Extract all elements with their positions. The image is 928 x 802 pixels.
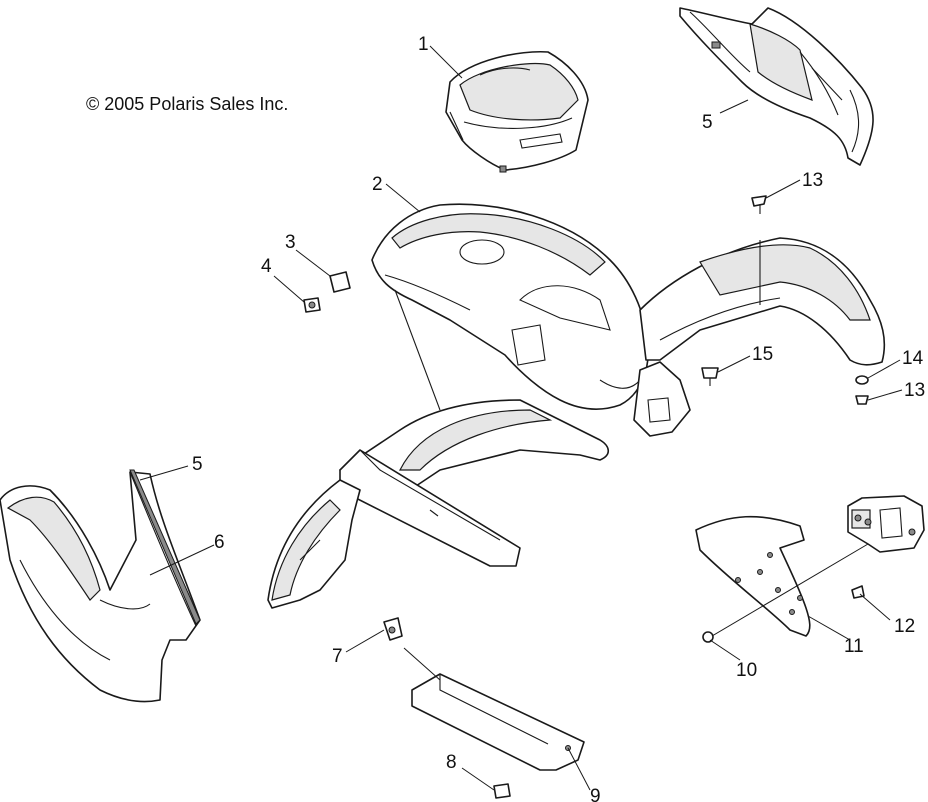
callout-2: 2 — [372, 174, 383, 195]
callout-12: 12 — [894, 616, 915, 637]
part-6-seal-strip — [129, 469, 201, 625]
leader-lines — [139, 45, 903, 791]
callout-13-lower: 13 — [904, 380, 925, 401]
part-2-front-fender — [371, 203, 650, 411]
callout-3: 3 — [285, 232, 296, 253]
part-13-screw-upper — [751, 195, 767, 214]
callout-9: 9 — [590, 786, 601, 802]
callout-6: 6 — [214, 532, 225, 553]
center-body-frame — [339, 399, 610, 567]
part-14-washer — [855, 375, 869, 385]
callout-1: 1 — [418, 34, 429, 55]
callout-10: 10 — [736, 660, 757, 681]
part-9-heat-shield — [411, 673, 585, 771]
callout-7: 7 — [332, 646, 343, 667]
callout-numbers: 1 5 2 13 3 4 15 14 13 5 6 7 8 9 10 11 12 — [192, 34, 925, 802]
part-7-bracket-clip — [383, 617, 403, 641]
part-10-nut — [702, 631, 714, 643]
callout-8: 8 — [446, 752, 457, 773]
electrical-block — [847, 495, 925, 553]
part-8-screw — [493, 783, 511, 799]
callout-5-side-panel: 5 — [192, 454, 203, 475]
part-15-rivet — [701, 367, 719, 386]
callout-15: 15 — [752, 344, 773, 365]
part-3-clip — [329, 271, 351, 293]
callout-14: 14 — [902, 348, 924, 369]
front-left-fender-skirt — [267, 479, 361, 609]
callout-5-front-cover: 5 — [702, 112, 713, 133]
callout-13-upper: 13 — [802, 170, 823, 191]
part-13-screw-lower — [855, 395, 869, 405]
part-4-push-rivet — [303, 297, 321, 313]
rear-fender-rack — [633, 237, 886, 437]
copyright-text: © 2005 Polaris Sales Inc. — [86, 94, 288, 114]
part-5-front-cover — [679, 7, 874, 166]
part-11-mounting-plate — [695, 515, 811, 637]
part-5-side-panel-left — [0, 471, 201, 703]
callout-4: 4 — [261, 256, 272, 277]
callout-11: 11 — [844, 636, 864, 657]
part-1-headlight-pod — [445, 50, 589, 173]
